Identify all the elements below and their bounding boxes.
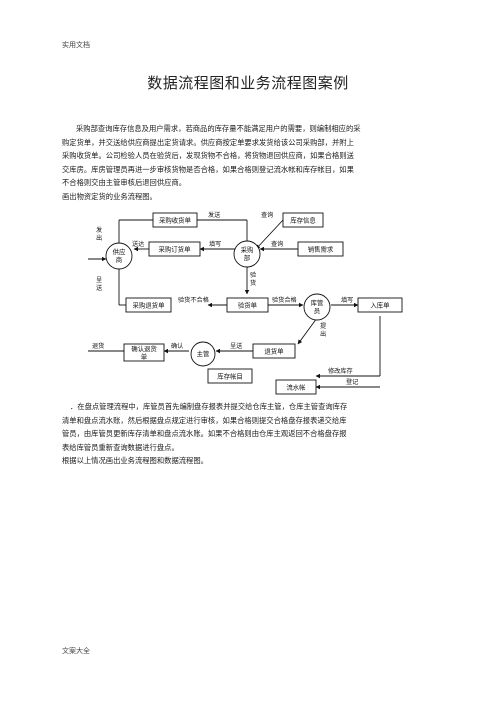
inventory-process-paragraph: ．在盘点管理流程中，库管员首先编制盘存报表并提交给仓库主管，仓库主管查询库存 清… [62,400,436,468]
label-ship: 发送 [208,211,221,219]
label-update-inventory: 修改库存 [328,367,353,375]
edge-labels: 发送 查询 发 出 送达 填写 查询 验 货 呈 送 验货不合格 验货合格 填写… [92,211,358,386]
label-query: 查询 [261,211,273,219]
label-submit: 呈送 [230,342,243,350]
svg-text:单: 单 [141,352,148,361]
flow-connectors [88,219,381,390]
label-submit: 呈 [96,277,102,284]
svg-text:采购: 采购 [241,245,254,254]
node-return-slip: 退货单 [252,343,296,359]
node-inventory-info: 库存信息 [282,212,324,228]
page-footer: 文案大全 [62,647,90,655]
svg-text:退货单: 退货单 [264,347,284,356]
text-line: 采购部查询库存信息及用户需求，若商品的库存量不能满足用户的需要，则编制相应的采 [76,124,361,133]
text-line: 不合格则交由主管审核后退回供应商。 [62,178,187,187]
label-inspection-fail: 验货不合格 [178,296,210,304]
svg-text:库存信息: 库存信息 [290,216,316,225]
label-return: 退货 [92,342,104,350]
page-header: 实用文档 [62,41,90,49]
page-title: 数据流程图和业务流程图案例 [147,74,349,92]
text-line: 清单和盘点流水账，然后根据盘点规定进行审核，如果合格则提交合格盘存报表递交给库 [62,415,347,425]
business-flow-diagram: 采购收货单 库存信息 供应 商 采购订货单 采购 部 销售需求 采购退货单 验货… [88,211,403,395]
label-raise: 提 [320,322,326,330]
label-inspect: 验 [250,271,257,279]
label-confirm: 确认 [171,342,183,350]
svg-text:主管: 主管 [197,349,210,358]
node-inspection-slip: 验货单 [226,297,269,313]
node-inventory-account: 库存帐目 [207,368,253,384]
svg-text:流水帐: 流水帐 [286,383,306,392]
svg-text:货: 货 [250,279,256,287]
svg-text:库管: 库管 [311,298,324,307]
svg-text:入库单: 入库单 [370,301,390,310]
node-purchase-return: 采购退货单 [125,297,172,313]
label-register: 登记 [346,378,358,386]
text-line: 画出物资定货的业务流程图。 [62,191,157,201]
node-supplier: 供应 商 [105,242,133,270]
case-description-paragraph: 采购部查询库存信息及用户需求，若商品的库存量不能满足用户的需要，则编制相应的采 … [62,122,436,203]
node-purchasing-dept: 采购 部 [233,240,261,268]
svg-text:部: 部 [244,253,251,262]
text-line: 管员，由库管员更新库存清单和盘点流水账。如果不合格则由仓库主观返回不合格盘存报 [62,429,347,438]
node-warehouse-keeper: 库管 员 [303,293,331,321]
svg-text:库存帐目: 库存帐目 [217,372,243,381]
label-issue: 发 [96,226,102,234]
node-confirm-return: 确认退货 单 [123,343,165,362]
label-deliver: 送达 [132,240,144,248]
text-line: 根据以上情况画出业务流程图和数据流程图。 [62,456,208,465]
label-inspection-pass: 验货合格 [272,296,298,304]
svg-text:确认退货: 确认退货 [131,344,157,353]
svg-text:送: 送 [96,284,103,292]
label-query: 查询 [271,240,283,248]
svg-text:商: 商 [116,255,122,264]
text-line: ．在盘点管理流程中，库管员首先编制盘存报表并提交给仓库主管，仓库主管查询库存 [70,402,348,411]
node-purchase-order: 采购订货单 [148,241,201,257]
node-sales-demand: 销售需求 [297,241,344,257]
node-manager: 主管 [190,341,216,367]
svg-text:出: 出 [96,234,102,242]
svg-text:员: 员 [314,307,320,315]
svg-text:采购订货单: 采购订货单 [159,245,192,254]
label-fill: 填写 [341,296,353,304]
text-line: 表给库管员重新查询数据进行盘点。 [62,442,179,452]
svg-text:销售需求: 销售需求 [308,245,334,254]
node-journal: 流水帐 [275,379,317,395]
text-line: 购定货单，并交送给供应商提出定货请求。供应商按定单要求发货给该公司采购部，并附上 [62,137,354,147]
svg-text:验货单: 验货单 [238,301,258,310]
label-fill: 填写 [209,240,221,248]
svg-text:供应: 供应 [113,247,126,256]
svg-text:出: 出 [320,330,326,338]
node-warehouse-slip: 入库单 [357,297,403,313]
text-line: 采购收货单。公司检验人员在验货后，发现货物不合格，将货物退回供应商，如果合格则送 [62,151,354,160]
svg-text:采购收货单: 采购收货单 [159,216,192,225]
svg-text:采购退货单: 采购退货单 [133,301,166,310]
text-line: 交库房。库房管理员再进一步审核货物是否合格，如果合格则登记流水帐和库存帐目，如果 [62,164,354,174]
node-purchase-receipt: 采购收货单 [152,212,198,228]
